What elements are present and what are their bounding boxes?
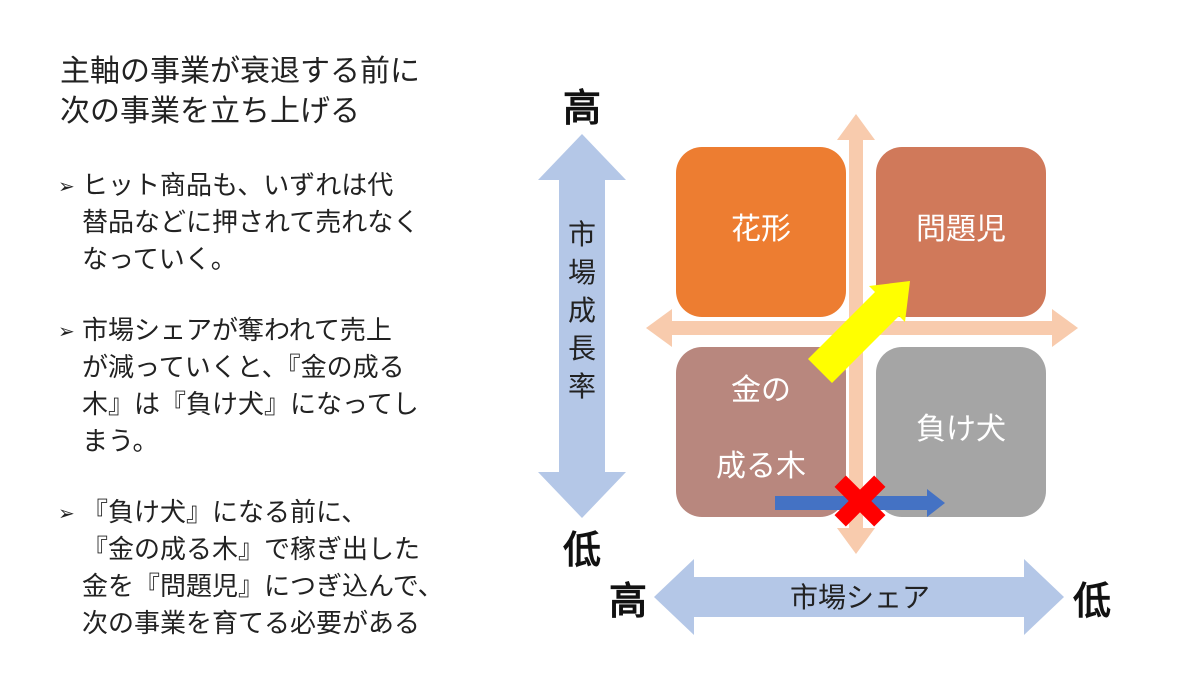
share-high-label: 高	[609, 579, 647, 623]
bullet-line: なっていく。	[82, 245, 237, 275]
quadrant-dog-label: 負け犬	[916, 412, 1006, 447]
bullet-line: まう。	[82, 427, 159, 457]
quadrant-question-label: 問題児	[916, 212, 1006, 247]
quadrant-cash-cow-label-line1: 金の	[731, 373, 791, 408]
bullet-line: 木』は『負け犬』になってし	[82, 390, 419, 420]
quadrant-cash-cow	[676, 347, 846, 517]
bullet-line: 金を『問題児』につぎ込んで、	[82, 572, 444, 602]
quadrant-cash-cow-label-line2: 成る木	[716, 449, 806, 484]
quadrant-star-label: 花形	[731, 212, 791, 247]
market-share-axis-arrow	[654, 559, 1064, 635]
growth-low-label: 低	[563, 528, 601, 572]
bullet-item: ➢ 市場シェアが奪われて売上 が減っていくと、『金の成る 木』は『負け犬』になっ…	[58, 313, 498, 461]
title-line-2: 次の事業を立ち上げる	[60, 94, 360, 129]
share-axis-label: 市場シェア	[790, 581, 930, 614]
bullet-arrow-icon: ➢	[58, 501, 75, 525]
bullet-line: 替品などに押されて売れなく	[82, 208, 420, 238]
quadrant-star	[676, 147, 846, 317]
title-line-1: 主軸の事業が衰退する前に	[60, 54, 420, 89]
bullet-item: ➢ ヒット商品も、いずれは代 替品などに押されて売れなく なっていく。	[58, 168, 498, 279]
bullet-arrow-icon: ➢	[58, 319, 75, 343]
quadrant-question-mark	[876, 147, 1046, 317]
bullet-line: が減っていくと、『金の成る	[82, 353, 405, 383]
share-low-label: 低	[1073, 579, 1111, 623]
bullet-line: 『金の成る木』で稼ぎ出した	[82, 535, 421, 565]
growth-label-char: 成	[568, 294, 596, 327]
bullet-line: 次の事業を育てる必要がある	[82, 609, 421, 639]
market-growth-axis-arrow	[538, 134, 626, 518]
bullet-line: 市場シェアが奪われて売上	[82, 316, 392, 346]
bullet-list: ➢ ヒット商品も、いずれは代 替品などに押されて売れなく なっていく。 ➢ 市場…	[58, 168, 498, 677]
bullet-item: ➢ 『負け犬』になる前に、 『金の成る木』で稼ぎ出した 金を『問題児』につぎ込ん…	[58, 495, 498, 643]
bullet-line: 『負け犬』になる前に、	[82, 498, 368, 528]
red-cross-icon	[834, 475, 886, 527]
growth-label-char: 場	[568, 256, 596, 289]
quadrant-dog	[876, 347, 1046, 517]
growth-label-char: 市	[568, 218, 596, 251]
growth-high-label: 高	[563, 86, 601, 130]
bullet-arrow-icon: ➢	[58, 174, 75, 198]
slide-title: 主軸の事業が衰退する前に 次の事業を立ち上げる	[60, 52, 420, 132]
yellow-arrow-icon	[808, 281, 910, 383]
growth-label-char: 長	[568, 332, 596, 365]
bullet-line: ヒット商品も、いずれは代	[82, 171, 394, 201]
growth-label-char: 率	[568, 370, 596, 403]
